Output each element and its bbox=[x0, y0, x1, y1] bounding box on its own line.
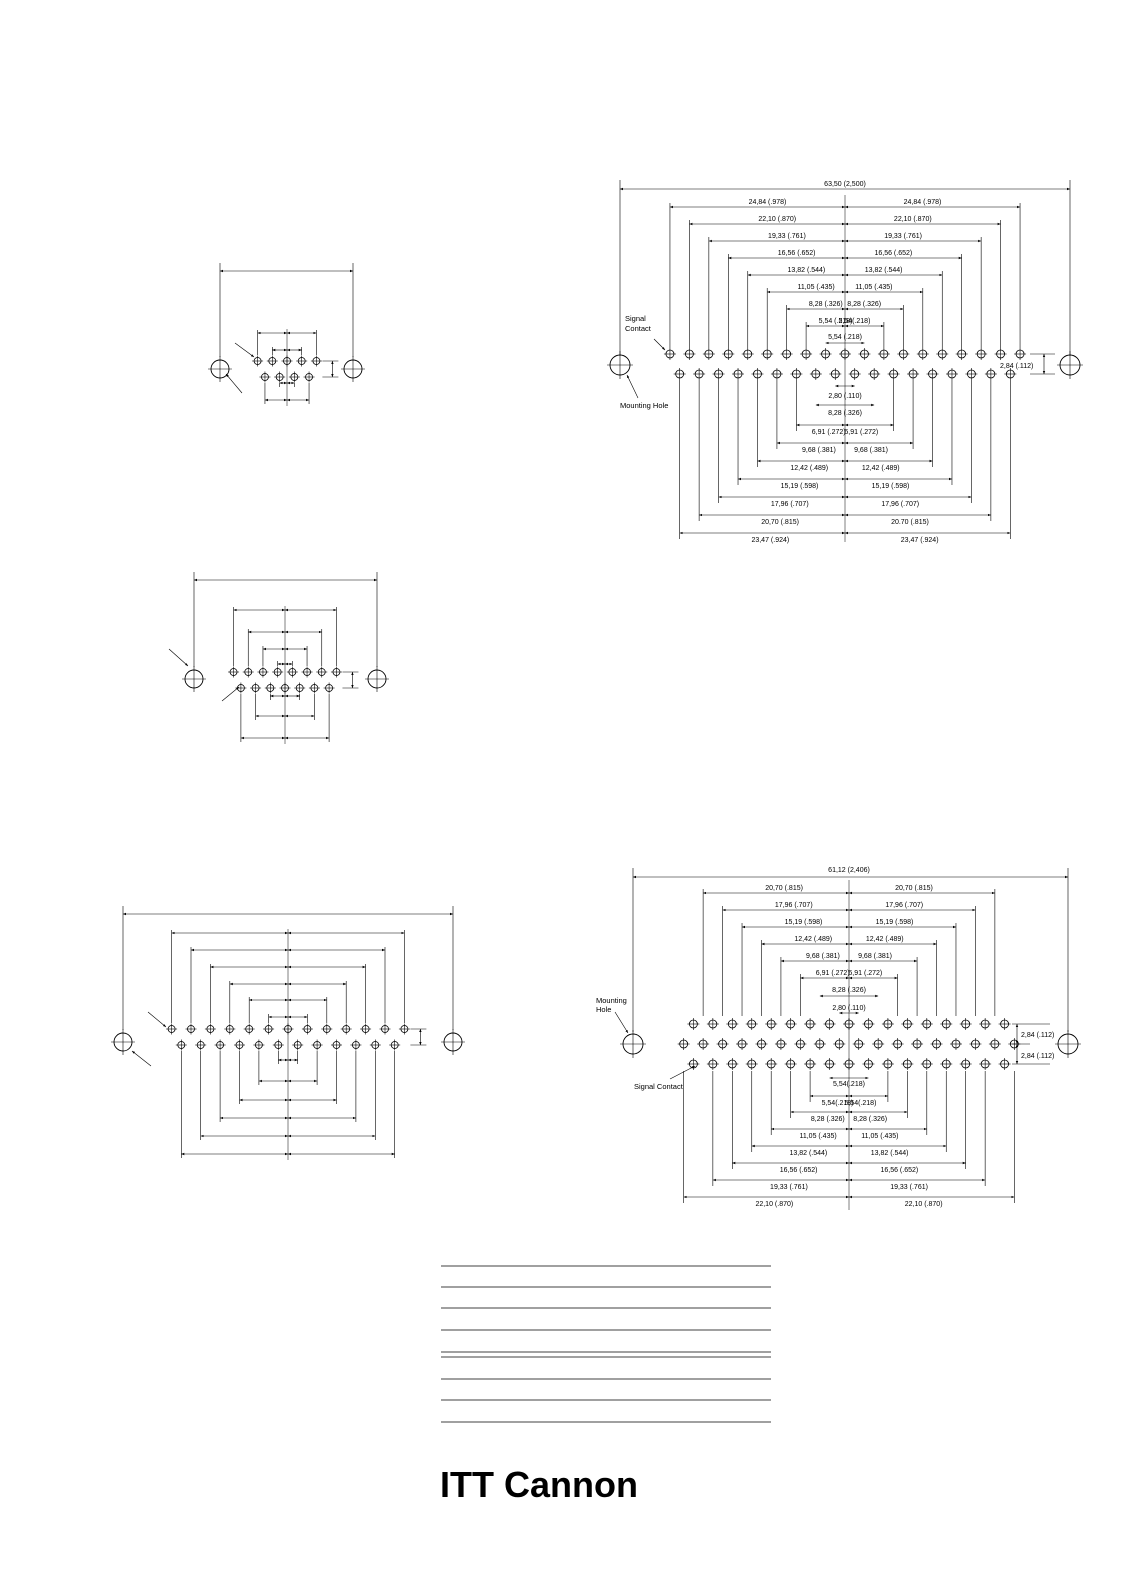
dimension-label: 8,28 (.326) bbox=[828, 410, 862, 417]
dimension-label: 2,84 (.112) bbox=[1021, 1053, 1054, 1060]
dimension-label: 11,05 (.435) bbox=[797, 284, 834, 291]
dimension-label: 2,84 (.112) bbox=[1000, 363, 1033, 370]
dimension-label: 12,42 (.489) bbox=[794, 936, 832, 943]
drawing-15-way bbox=[168, 572, 389, 744]
dimension-label: 17,96 (.707) bbox=[881, 501, 919, 508]
leader-line bbox=[131, 1050, 152, 1067]
dimension-label: 22,10 (.870) bbox=[905, 1201, 943, 1208]
leader-line bbox=[234, 342, 255, 358]
dimension-label: 8,28 (.326) bbox=[832, 987, 866, 994]
dimension-label: 6,91 (.272) bbox=[844, 429, 878, 436]
dimension-label: 8,28 (.326) bbox=[847, 301, 881, 308]
dimension-label: 8,28 (.326) bbox=[809, 301, 843, 308]
dimension-label: 8,28 (.326) bbox=[811, 1116, 845, 1123]
dimension-label: 15,19 (.598) bbox=[781, 483, 819, 490]
dimension-label: 5,54(.218) bbox=[844, 1100, 876, 1107]
dimension-label: 8,28 (.326) bbox=[853, 1116, 887, 1123]
dimension-label: 23,47 (.924) bbox=[751, 537, 789, 544]
dimension-label: 12,42 (.489) bbox=[862, 465, 900, 472]
dimension-label: 5,54(.218) bbox=[822, 1100, 854, 1107]
dimension-label: 16,56 (.652) bbox=[780, 1167, 818, 1174]
dimension-label: 5,54 (.218) bbox=[819, 318, 853, 325]
signal-contact-leader bbox=[653, 338, 666, 351]
dimension-label: 20,70 (.815) bbox=[895, 885, 933, 892]
dimension-label: 19,33 (.761) bbox=[770, 1184, 808, 1191]
dimension-label: 23,47 (.924) bbox=[901, 537, 939, 544]
dimension-label: Signal Contact bbox=[634, 1082, 684, 1091]
dimension-label: 17,96 (.707) bbox=[775, 902, 813, 909]
drawing-50-way: 61,12 (2,406) 20,70 (.815) 20,70 (.815) 17,… bbox=[596, 867, 1081, 1210]
signal-contact-leader bbox=[669, 1065, 696, 1080]
dimension-label: Mounting bbox=[596, 996, 627, 1005]
dimension-label: 17,96 (.707) bbox=[771, 501, 809, 508]
dimension-label: Mounting Hole bbox=[620, 401, 668, 410]
dimension-label: 24,84 (.978) bbox=[904, 199, 942, 206]
drawing-9-way bbox=[208, 263, 365, 406]
dimension-label: 20,70 (.815) bbox=[765, 885, 803, 892]
drawing-25-way bbox=[111, 906, 465, 1160]
dimension-label: 2,80 (.110) bbox=[828, 393, 861, 400]
dimension-label: 16,56 (.652) bbox=[874, 250, 912, 257]
dimension-label: 22,10 (.870) bbox=[758, 216, 796, 223]
blank-table-rules bbox=[441, 1265, 771, 1423]
dimension-label: 2,84 (.112) bbox=[1021, 1032, 1054, 1039]
dimension-label: 16,56 (.652) bbox=[880, 1167, 918, 1174]
leader-line bbox=[225, 373, 243, 394]
dimension-label: 24,84 (.978) bbox=[749, 199, 787, 206]
dimension-label: 6,91 (.272) bbox=[812, 429, 846, 436]
dimension-label: 11,05 (.435) bbox=[861, 1133, 898, 1140]
dimension-label: 11,05 (.435) bbox=[799, 1133, 836, 1140]
dimension-label: 2,80 (.110) bbox=[832, 1005, 865, 1012]
dimension-label: 11,05 (.435) bbox=[855, 284, 892, 291]
dimension-label: 12,42 (.489) bbox=[790, 465, 828, 472]
dimension-label: 5,54(.218) bbox=[838, 318, 870, 325]
dimension-label: 6,91 (.272) bbox=[816, 970, 850, 977]
dimension-label: 19,33 (.761) bbox=[890, 1184, 928, 1191]
dimension-label: 9,68 (.381) bbox=[802, 447, 836, 454]
drawing-37-way: 63,50 (2,500) 24,84 (.978) 24,84 (.978) 22,… bbox=[607, 180, 1083, 544]
dimension-label: 17,96 (.707) bbox=[885, 902, 923, 909]
dimension-label: Contact bbox=[625, 324, 652, 333]
dimension-label: 22,10 (.870) bbox=[755, 1201, 793, 1208]
dimension-label: 16,56 (.652) bbox=[778, 250, 816, 257]
dimension-label: 6,91 (.272) bbox=[848, 970, 882, 977]
leader-line bbox=[147, 1011, 167, 1028]
dimension-label: 13,82 (.544) bbox=[788, 267, 826, 274]
dimension-label: 13,82 (.544) bbox=[790, 1150, 828, 1157]
leader-line bbox=[221, 686, 240, 702]
dimension-label: 13,82 (.544) bbox=[865, 267, 903, 274]
dimension-label: 5,54 (.218) bbox=[828, 334, 862, 341]
dimension-label: 13,82 (.544) bbox=[871, 1150, 909, 1157]
dimension-label: 63,50 (2,500) bbox=[824, 181, 866, 188]
itt-cannon-logo: ITT Cannon bbox=[440, 1464, 638, 1505]
dimension-label: 19,33 (.761) bbox=[884, 233, 922, 240]
dimension-label: 9,68 (.381) bbox=[806, 953, 840, 960]
dimension-label: 20.70 (.815) bbox=[891, 519, 929, 526]
dimension-label: 5,54(.218) bbox=[833, 1081, 865, 1088]
leader-line bbox=[168, 648, 189, 667]
dimension-label: 19,33 (.761) bbox=[768, 233, 806, 240]
mounting-hole-leader bbox=[626, 374, 639, 399]
dimension-label: 9,68 (.381) bbox=[854, 447, 888, 454]
dimension-label: 20,70 (.815) bbox=[761, 519, 799, 526]
dimension-label: 22,10 (.870) bbox=[894, 216, 932, 223]
dimension-label: 15,19 (.598) bbox=[785, 919, 823, 926]
dimension-label: Signal bbox=[625, 314, 646, 323]
mounting-hole-leader bbox=[614, 1011, 629, 1034]
dimension-label: 61,12 (2,406) bbox=[828, 867, 870, 874]
dimension-label: 12,42 (.489) bbox=[866, 936, 904, 943]
dimension-label: Hole bbox=[596, 1005, 611, 1014]
dimension-label: 15,19 (.598) bbox=[872, 483, 910, 490]
dimension-label: 9,68 (.381) bbox=[858, 953, 892, 960]
dimension-label: 15,19 (.598) bbox=[876, 919, 914, 926]
